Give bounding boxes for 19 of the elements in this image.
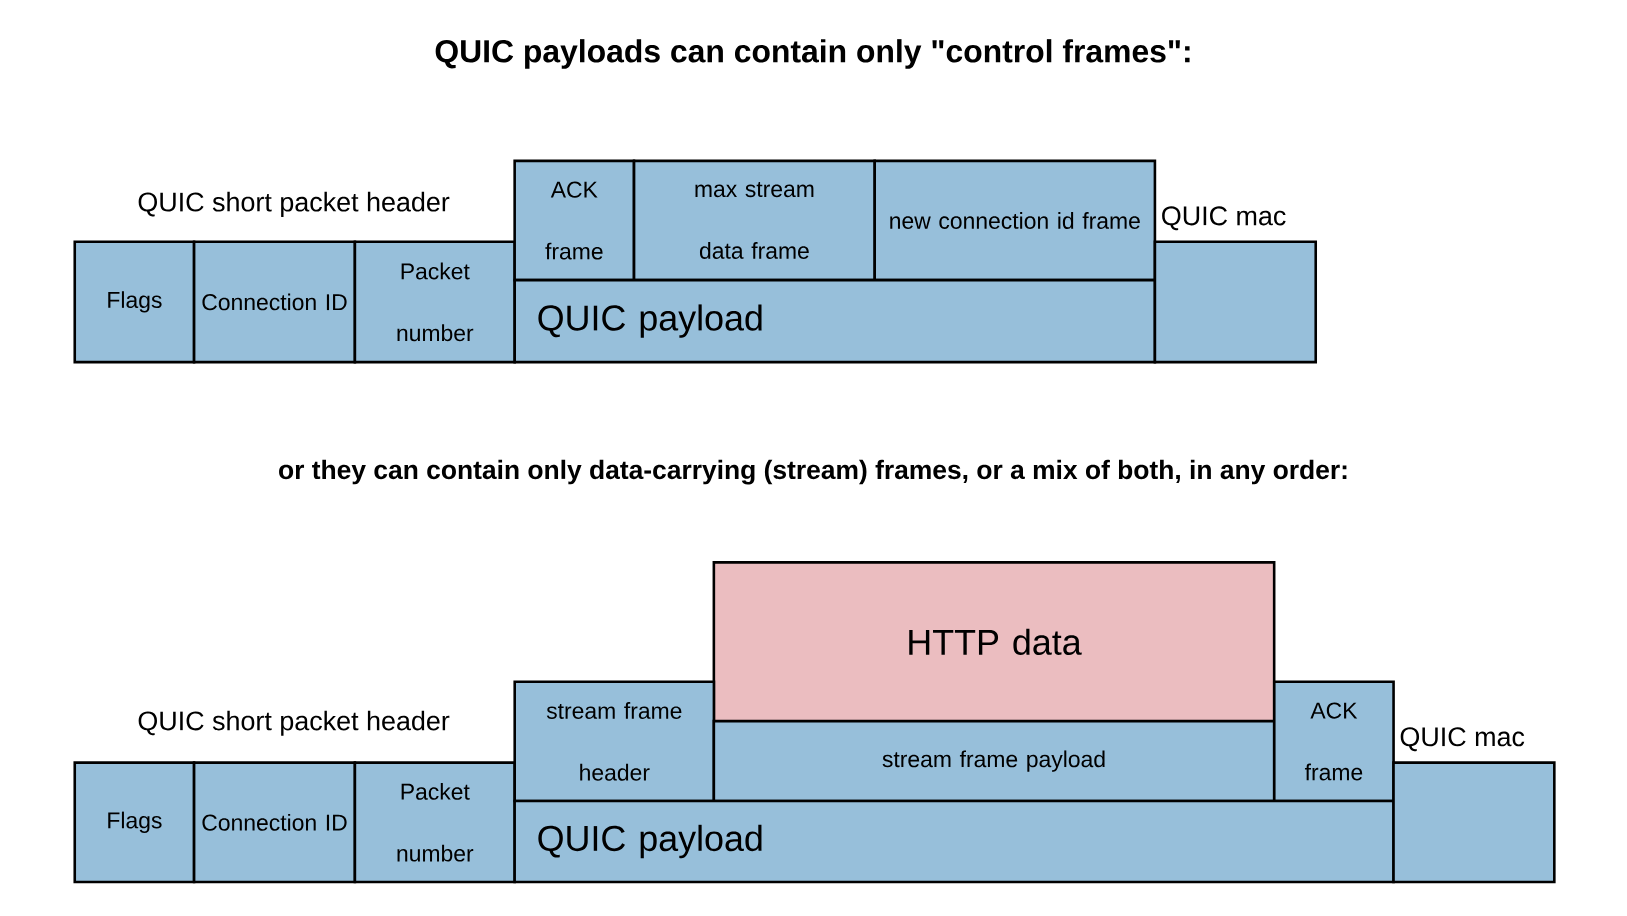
field-box: ACK frame xyxy=(513,159,636,282)
field-box: ACK frame xyxy=(1272,680,1395,803)
mac-box: QUIC mac xyxy=(1392,727,1556,884)
field-box: stream frame header xyxy=(513,680,716,803)
data-box: HTTP data xyxy=(712,561,1276,723)
field-box: Packet number xyxy=(353,761,516,884)
field-box: max stream data frame xyxy=(632,159,877,282)
title: QUIC payloads can contain only "control frames": xyxy=(435,39,1190,69)
field-box: new connection id frame xyxy=(873,159,1157,282)
header-label: QUIC short packet header xyxy=(138,710,450,736)
field-box: Connection ID xyxy=(192,240,357,364)
node-label: QUIC mac xyxy=(1400,727,1525,752)
field-box: Connection ID xyxy=(192,761,357,884)
node-label: QUIC mac xyxy=(1162,206,1286,231)
header-label: QUIC short packet header xyxy=(138,191,450,217)
field-box: Packet number xyxy=(353,240,516,364)
field-box: Flags xyxy=(73,240,196,364)
field-box: Flags xyxy=(73,761,196,884)
heading: or they can contain only data-carrying (stream) frames, or a mix of both, in any order: xyxy=(279,459,1347,485)
